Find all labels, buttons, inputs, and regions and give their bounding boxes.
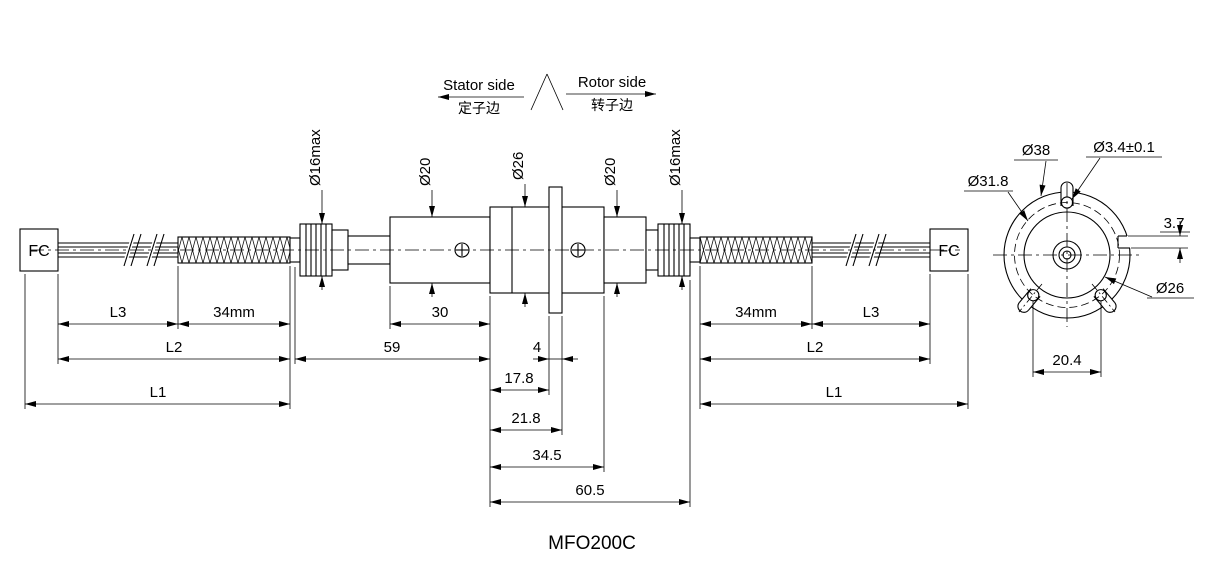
keyway-notch xyxy=(1117,235,1134,249)
dia-label-16max-left: Ø16max xyxy=(307,129,324,186)
side-view: FC FC xyxy=(19,186,969,314)
rotor-side-label: Rotor side xyxy=(578,74,646,91)
dia-label-20-right: Ø20 xyxy=(602,158,619,186)
end-view-dimensions: Ø38 Ø3.4±0.1 Ø31.8 3.7 Ø26 20.4 xyxy=(964,139,1194,377)
dia-label-16max-right: Ø16max xyxy=(667,129,684,186)
rotor-side-label-zh: 转子边 xyxy=(591,97,633,113)
dim-l1-left: L1 xyxy=(150,384,167,401)
split-point-caret xyxy=(530,73,564,111)
dim-3-7: 3.7 xyxy=(1164,215,1185,232)
dim-20-4: 20.4 xyxy=(1052,352,1081,369)
dim-21-8: 21.8 xyxy=(511,410,540,427)
diameter-callouts: Ø16max Ø20 Ø26 Ø20 Ø16max xyxy=(307,129,685,307)
dim-d26-end: Ø26 xyxy=(1156,280,1184,297)
dia-label-20-left: Ø20 xyxy=(417,158,434,186)
dim-4: 4 xyxy=(533,339,541,356)
dim-l3-right: L3 xyxy=(863,304,880,321)
dia-label-26: Ø26 xyxy=(510,152,527,180)
dim-d3-4: Ø3.4±0.1 xyxy=(1093,139,1155,156)
stator-side-label-zh: 定子边 xyxy=(458,100,500,116)
dim-34mm-left: 34mm xyxy=(213,304,255,321)
length-dimensions: L3 34mm 30 34mm L3 L2 59 4 L2 L1 L1 17.8… xyxy=(24,266,969,507)
dim-l2-left: L2 xyxy=(166,339,183,356)
stator-side-label: Stator side xyxy=(443,77,515,94)
drawing-title: MFO200C xyxy=(548,533,636,554)
dim-d38: Ø38 xyxy=(1022,142,1050,159)
dim-59: 59 xyxy=(384,339,401,356)
dim-l1-right: L1 xyxy=(826,384,843,401)
end-view-centerlines xyxy=(993,183,1142,327)
dim-d31-8: Ø31.8 xyxy=(968,173,1009,190)
dim-l3-left: L3 xyxy=(110,304,127,321)
end-view: Ø38 Ø3.4±0.1 Ø31.8 3.7 Ø26 20.4 xyxy=(964,139,1194,377)
dim-60-5: 60.5 xyxy=(575,482,604,499)
dim-34-5: 34.5 xyxy=(532,447,561,464)
fc-label-left: FC xyxy=(28,243,49,260)
dim-l2-right: L2 xyxy=(807,339,824,356)
orientation-labels: Stator side 定子边 Rotor side 转子边 xyxy=(438,73,656,116)
dim-17-8: 17.8 xyxy=(504,370,533,387)
dim-34mm-right: 34mm xyxy=(735,304,777,321)
dim-30: 30 xyxy=(432,304,449,321)
fc-label-right: FC xyxy=(938,243,959,260)
